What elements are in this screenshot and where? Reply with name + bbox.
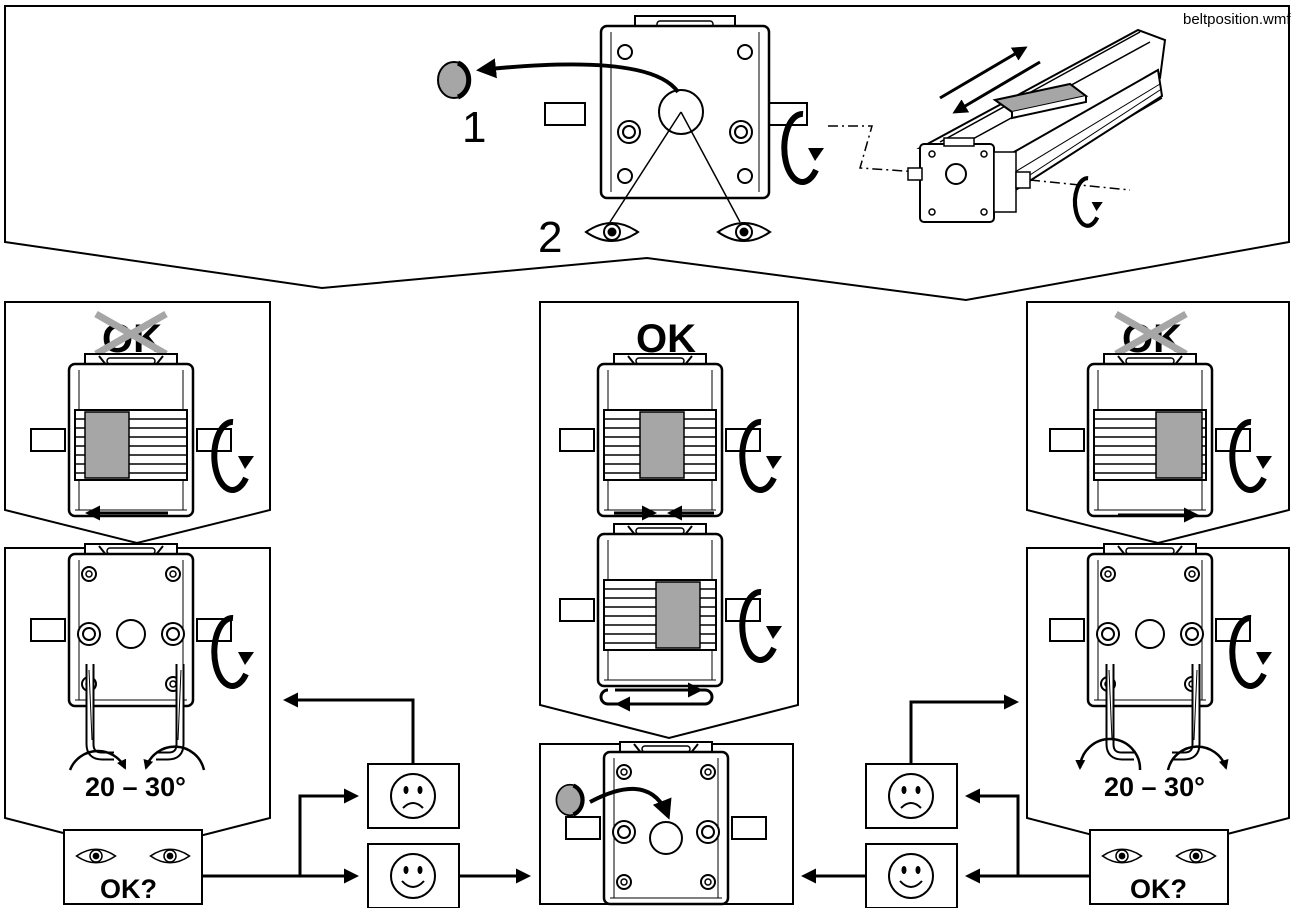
insert-cap-arrow: [589, 787, 672, 820]
angle-label: 20 – 30°: [1104, 772, 1205, 802]
arrow-icon: [939, 46, 1028, 100]
turn-arrow: [143, 745, 206, 771]
oscillate-arrow: [599, 682, 714, 712]
axis-line: [828, 125, 921, 173]
gearbox-adjust-left: [31, 544, 231, 706]
sad-face-icon: [390, 773, 436, 819]
turn-arrow: [1166, 745, 1229, 771]
belt-view-center: [560, 354, 760, 516]
turn-arrow: [68, 749, 127, 771]
happy-face-icon: [888, 853, 934, 899]
flow-line: [965, 788, 1090, 878]
ok-question-label: OK?: [100, 874, 157, 904]
angle-label: 20 – 30°: [85, 772, 186, 802]
filename-label: beltposition.wmf: [1183, 11, 1291, 28]
step-2-label: 2: [538, 213, 562, 262]
arrow-icon: [952, 60, 1041, 114]
remove-cap-arrow: [476, 58, 680, 94]
cross-out-icon: [94, 310, 168, 358]
flow-line: [202, 788, 359, 878]
flow-line: [283, 692, 415, 764]
happy-face-icon: [390, 853, 436, 899]
belt-view-center-lower: [560, 524, 760, 686]
gearbox-reinstall: [566, 742, 766, 904]
flow-line: [909, 694, 1019, 764]
cap-icon: [438, 62, 470, 98]
axis-line: [1029, 179, 1131, 191]
top-gearbox: [544, 15, 808, 200]
check-box-right: [1089, 829, 1229, 905]
ok-question-label: OK?: [1130, 874, 1187, 904]
belt-view-left: [31, 354, 231, 516]
turn-arrow: [1075, 737, 1142, 771]
check-box-left: [63, 829, 203, 905]
gearbox-adjust-right: [1050, 544, 1250, 706]
cross-out-icon: [1114, 310, 1188, 358]
step-1-label: 1: [462, 103, 486, 152]
cap-icon: [556, 785, 583, 816]
belt-view-right: [1050, 354, 1250, 516]
sad-face-icon: [888, 773, 934, 819]
linear-axis-icon: [907, 28, 1167, 223]
